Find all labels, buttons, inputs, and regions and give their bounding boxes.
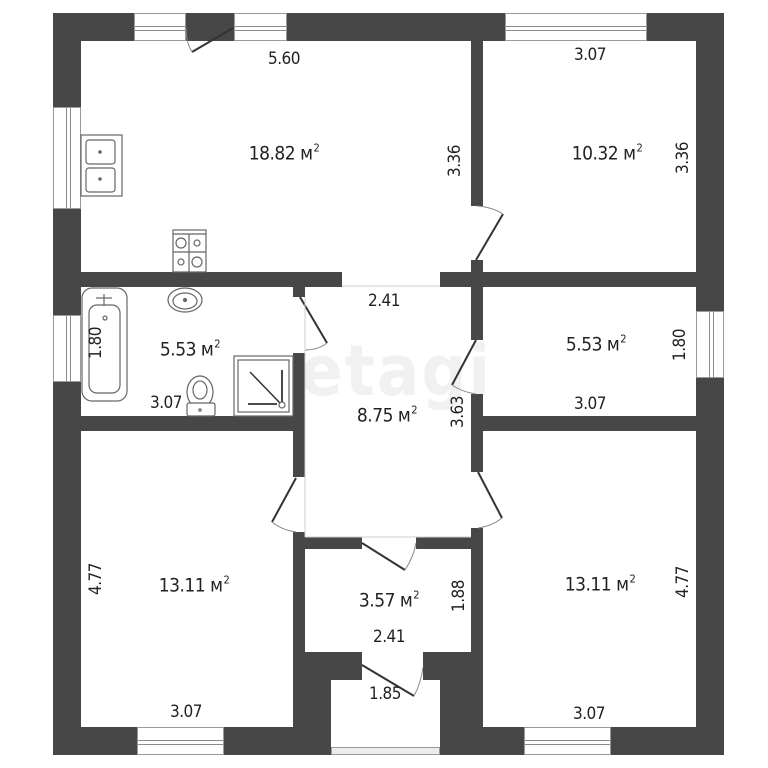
toilet	[186, 375, 216, 417]
door-bedroom-top-right	[475, 213, 504, 261]
window-kitchen-top	[134, 13, 186, 41]
wall-bath-hall-bottom	[293, 532, 305, 727]
outer-wall-right	[696, 13, 724, 755]
dim-hallway-right: 3.63	[448, 395, 468, 429]
dim-bathroom-bottom: 3.07	[149, 393, 183, 413]
wall-row2-right	[471, 416, 696, 431]
dim-kitchen-top: 5.60	[267, 49, 301, 69]
room-area-kitchen: 18.82 м2	[248, 141, 320, 165]
dim-bathroom-left: 1.80	[86, 326, 106, 360]
dim-hallway-top: 2.41	[367, 291, 401, 311]
room-area-bedroom-top-right: 10.32 м2	[571, 141, 643, 165]
dim-bedroom-bottom-left-bottom: 3.07	[169, 702, 203, 722]
dim-kitchen-right: 3.36	[445, 144, 465, 178]
bathtub	[81, 287, 128, 402]
room-area-room-middle-right: 5.53 м2	[565, 332, 627, 356]
dim-bedroom-bottom-right-bottom: 3.07	[572, 704, 606, 724]
wall-porch-right	[440, 652, 471, 755]
dim-bedroom-top-right-top: 3.07	[573, 45, 607, 65]
kitchen-sink	[80, 134, 123, 197]
watermark: etagi	[300, 330, 492, 412]
door-bedroom-bottom-right	[477, 471, 503, 519]
wall-porch-left	[305, 652, 331, 755]
room-area-bedroom-bottom-left: 13.11 м2	[158, 573, 230, 597]
room-area-bedroom-bottom-right: 13.11 м2	[564, 572, 636, 596]
dim-vestibule-bottom: 2.41	[372, 627, 406, 647]
room-area-hallway: 8.75 м2	[356, 403, 418, 427]
door-room-middle-right	[451, 339, 477, 386]
dim-room-middle-right-bottom: 3.07	[573, 394, 607, 414]
window-kitchen-top-2	[234, 13, 287, 41]
door-bedroom-bottom-left	[271, 477, 297, 523]
door-vestibule	[361, 542, 406, 571]
dim-bedroom-top-right-right: 3.36	[673, 141, 693, 175]
wall-hall-right-mid	[471, 394, 483, 472]
dim-porch-top: 1.85	[368, 684, 402, 704]
wall-vestibule-top-left	[305, 537, 362, 549]
door-entrance	[361, 664, 415, 697]
stove	[172, 229, 207, 273]
window-bedroom-bottom-right	[524, 727, 611, 755]
dim-vestibule-right: 1.88	[449, 579, 469, 613]
window-bathroom-left	[53, 315, 81, 382]
wall-hall-right-top	[471, 287, 483, 340]
porch-step	[331, 747, 440, 755]
room-area-bathroom: 5.53 м2	[159, 337, 221, 361]
wall-bath-hall-top	[293, 287, 305, 297]
room-area-vestibule: 3.57 м2	[358, 588, 420, 612]
door-kitchen-entry	[191, 27, 234, 53]
window-bedroom-bottom-left	[137, 727, 224, 755]
wall-hall-right-bottom	[471, 528, 483, 727]
shower-tray	[233, 355, 294, 417]
dim-bedroom-bottom-right-right: 4.77	[673, 565, 693, 599]
wall-row1-right	[440, 272, 696, 287]
washbasin	[167, 287, 203, 313]
wall-kitchen-bedroom	[471, 41, 483, 206]
dim-bedroom-bottom-left-left: 4.77	[86, 562, 106, 596]
wall-row2-left	[81, 416, 305, 431]
window-room-middle-right	[696, 311, 724, 378]
dim-room-middle-right-right: 1.80	[670, 328, 690, 362]
wall-vestibule-top-right	[416, 537, 471, 549]
door-bathroom	[299, 296, 328, 344]
window-bedroom-top	[505, 13, 647, 41]
wall-row1-left	[81, 272, 342, 287]
wall-bath-hall	[293, 353, 305, 477]
